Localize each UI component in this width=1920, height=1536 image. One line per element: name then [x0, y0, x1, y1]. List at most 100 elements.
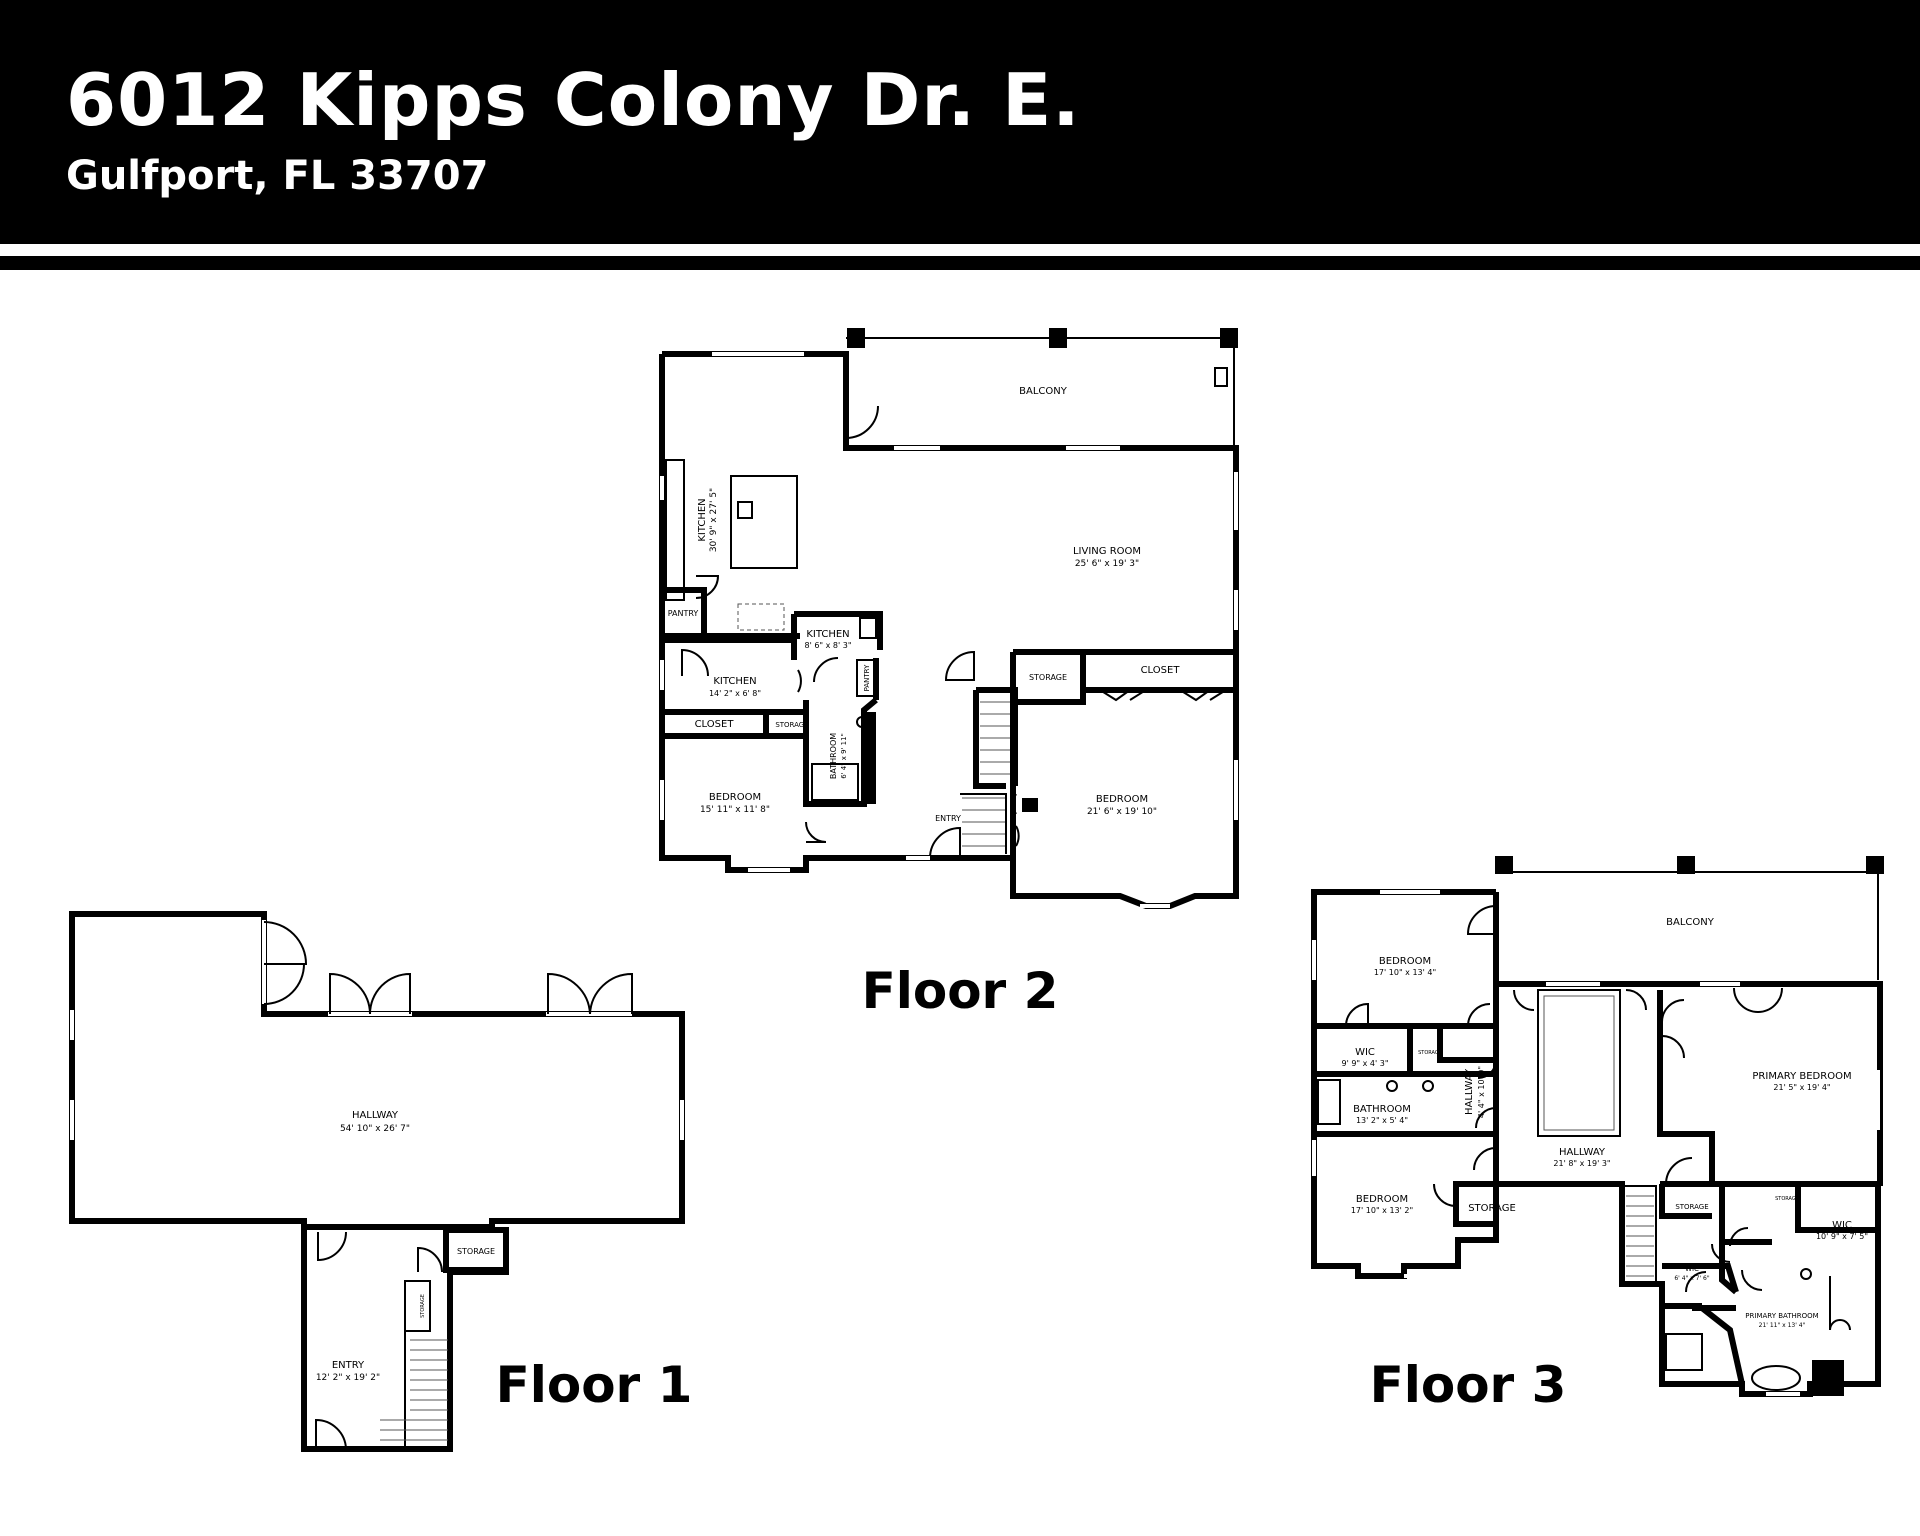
floor-2-plan: BALCONY LIVING ROOM 25' 6" x 19' 3" KITC… [659, 328, 1239, 1020]
header-divider-rule [0, 256, 1920, 270]
floor2-pantry-b-name: PANTRY [863, 664, 871, 691]
floor1-hallway-dims: 54' 10" x 26' 7" [340, 1124, 410, 1134]
floor3-wic-b-dims: 10' 9" x 7' 5" [1816, 1232, 1868, 1241]
floor3-bathroom-name: BATHROOM [1353, 1104, 1411, 1115]
floor2-closet-a-name: CLOSET [695, 719, 735, 730]
floor2-dining-table [737, 603, 785, 631]
floor2-bathtub [811, 763, 859, 801]
floor3-hall-opening [1537, 989, 1621, 1137]
floor2-windows [660, 352, 1238, 908]
floor3-balcony-name: BALCONY [1666, 917, 1715, 928]
floor3-wic-c-dims: 6' 4" x 7' 6" [1674, 1275, 1710, 1282]
floor2-bedroom-walls [1010, 649, 1236, 858]
floor3-hallway-name: HALLWAY [1559, 1147, 1606, 1158]
floor2-label: Floor 2 [862, 962, 1059, 1020]
floor2-balcony-post-2 [1049, 328, 1067, 348]
floor3-bedroom-b-dims: 17' 10" x 13' 2" [1351, 1206, 1413, 1215]
floor3-storage-d-name: STORAGE [1775, 1196, 1799, 1202]
floor2-pantry-walls [662, 587, 800, 639]
floor3-balcony-post-1 [1495, 856, 1513, 874]
floor1-windows [70, 1010, 684, 1140]
floor2-balcony-post-3 [1220, 328, 1238, 348]
floor3-left-room-walls [1314, 1023, 1496, 1137]
floor2-closet-b-name: CLOSET [1141, 665, 1181, 676]
floor2-bath-sink [856, 716, 868, 728]
floor3-primary-bathroom-name: PRIMARY BATHROOM [1745, 1312, 1818, 1320]
floor3-windows [1312, 890, 1880, 1396]
floor1-small-storage [404, 1280, 431, 1332]
floor2-pantry-a-name: PANTRY [668, 609, 699, 618]
floor2-kitchen-b-dims: 14' 2" x 6' 8" [709, 689, 761, 698]
floor3-bathtub [1317, 1079, 1341, 1125]
floor3-hall-opening-inner [1543, 995, 1615, 1131]
floor3-storage-a-name: STORAGE [1418, 1050, 1442, 1056]
floor3-bedroom-b-name: BEDROOM [1356, 1194, 1408, 1205]
floor1-stairs [380, 1339, 448, 1441]
floor2-living-name: LIVING ROOM [1073, 546, 1141, 557]
floor3-wic-b-name: WIC [1832, 1220, 1852, 1231]
floor1-entry-doors [315, 1231, 443, 1450]
floor3-bedroom-a-name: BEDROOM [1379, 956, 1431, 967]
floor2-entry-name: ENTRY [935, 814, 961, 823]
floor2-storage-b-name: STORAGE [1029, 673, 1067, 682]
floor2-bedroom-a-name: BEDROOM [709, 792, 761, 803]
floor2-kitchen-small-dims: 8' 6" x 8' 3" [804, 641, 851, 650]
floor3-label: Floor 3 [1370, 1356, 1567, 1414]
floor3-hallway-small-dims: 4' 4" x 10' 0" [1477, 1066, 1486, 1118]
floor3-stairs [1624, 1185, 1657, 1284]
floor1-storage-closet [443, 1227, 509, 1273]
floor1-entry-name: ENTRY [332, 1360, 365, 1371]
floor1-double-doors [262, 920, 633, 1016]
floor2-column [1022, 798, 1038, 812]
floor3-door-swings [1345, 905, 1783, 1293]
floor1-hallway-walls [69, 911, 685, 1230]
floor3-wic-a-name: WIC [1355, 1047, 1375, 1058]
floor3-primary-bath-walls [1662, 1263, 1745, 1385]
floor2-storage-a-name: STORAGE [775, 721, 808, 729]
floor3-bathroom-dims: 13' 2" x 5' 4" [1356, 1116, 1408, 1125]
floor3-toilet-area [1829, 1276, 1851, 1331]
floor2-closet-row-walls [662, 709, 806, 739]
floor3-soaking-tub [1751, 1365, 1801, 1391]
property-address: 6012 Kipps Colony Dr. E. [66, 58, 1081, 142]
header-divider-gap [0, 244, 1920, 252]
floor2-kitchen-b-name: KITCHEN [713, 676, 756, 687]
floor2-kitchen-small-name: KITCHEN [806, 629, 849, 640]
floor2-pantry-b [856, 659, 876, 697]
floor3-balcony-post-3 [1866, 856, 1884, 874]
floor2-balcony-post-1 [847, 328, 865, 348]
floor3-sink-1 [1386, 1080, 1398, 1092]
floor2-balcony-name: BALCONY [1019, 386, 1068, 397]
floor3-hallway-small-name: HALLWAY [1464, 1068, 1475, 1115]
floor3-balcony-post-2 [1677, 856, 1695, 874]
floor2-kitchen-main-name: KITCHEN [697, 498, 708, 541]
floor3-primary-bedroom-dims: 21' 5" x 19' 4" [1773, 1083, 1830, 1092]
floor2-kitchen-island [730, 475, 798, 569]
floor3-wic-a-dims: 9' 9" x 4' 3" [1341, 1059, 1388, 1068]
floor2-bathroom-dims: 6' 4" x 9' 11" [840, 733, 848, 779]
floor2-kitchen-walls [662, 611, 883, 660]
floor-1-plan: HALLWAY 54' 10" x 26' 7" ENTRY 12' 2" x … [69, 911, 693, 1452]
floor3-wic-c-name: WIC [1685, 1265, 1699, 1273]
property-city-line: Gulfport, FL 33707 [66, 153, 489, 199]
floor2-bedroom-a-dims: 15' 11" x 11' 8" [700, 805, 770, 815]
floor-3-plan: BALCONY BEDROOM 17' 10" x 13' 4" WIC 9' … [1311, 856, 1884, 1414]
floor2-stairs [960, 701, 1011, 854]
floor1-hallway-name: HALLWAY [352, 1110, 399, 1121]
floor3-shower [1665, 1333, 1703, 1371]
header-banner: 6012 Kipps Colony Dr. E. Gulfport, FL 33… [0, 0, 1920, 252]
floor2-balcony-grill [1214, 367, 1228, 387]
floor3-storage-b-name: STORAGE [1468, 1203, 1516, 1214]
floor1-entry-dims: 12' 2" x 19' 2" [316, 1373, 380, 1383]
floor2-balcony-door [845, 405, 879, 440]
floor3-bath-block [1812, 1360, 1844, 1396]
floor2-bedroom-b-dims: 21' 6" x 19' 10" [1087, 807, 1157, 817]
floor2-closet-doors [1099, 689, 1227, 702]
floor1-small-storage-name: STORAGE [420, 1294, 426, 1318]
floor2-kitchen-counter [665, 459, 685, 601]
floor3-storage-c-name: STORAGE [1675, 1203, 1708, 1211]
floor2-door-swings [681, 575, 1020, 859]
floor2-bedroom-b-name: BEDROOM [1096, 794, 1148, 805]
floor1-label: Floor 1 [496, 1356, 693, 1414]
